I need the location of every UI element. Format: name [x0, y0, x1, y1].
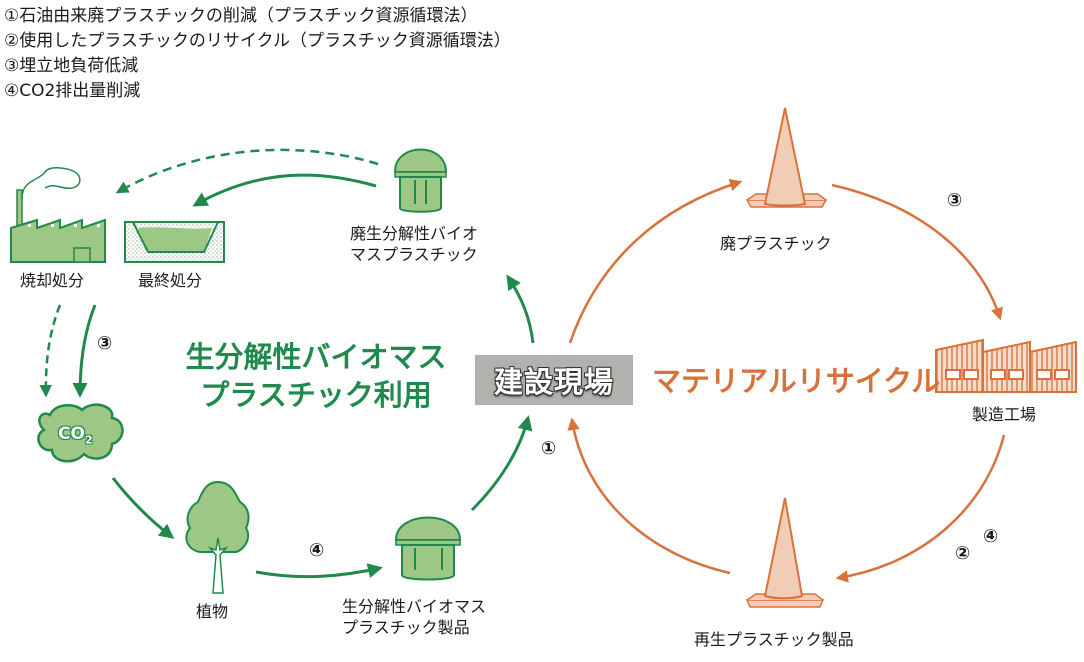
arrow-plant-to-product	[255, 563, 383, 579]
legend: ①石油由来廃プラスチックの削減（プラスチック資源循環法） ②使用したプラスチック…	[4, 4, 511, 104]
co2-cloud-icon	[37, 403, 124, 463]
arrow-site-to-waste-bio	[506, 274, 535, 344]
plant-label: 植物	[196, 602, 229, 621]
arrow-incineration-to-co2-dashed	[39, 304, 62, 398]
recycled-plastic-cone-icon	[745, 497, 825, 608]
bio-product-label-line1: 生分解性バイオマス	[342, 597, 487, 616]
arrow-incineration-to-co2	[72, 304, 97, 398]
marker-co2-reduction-green: ④	[309, 540, 325, 561]
arrow-factory-to-recycled	[835, 434, 1006, 583]
marker-recycle: ②	[955, 543, 971, 564]
construction-site-label: 建設現場	[493, 365, 614, 399]
legend-item-4: ④CO2排出量削減	[4, 81, 141, 101]
landfill-label: 最終処分	[138, 271, 203, 290]
legend-item-2: ②使用したプラスチックのリサイクル（プラスチック資源循環法）	[4, 31, 511, 51]
marker-co2-reduction-orange: ④	[983, 526, 999, 547]
plant-tree-icon	[185, 480, 250, 594]
arrow-waste-plastic-to-factory	[831, 183, 1003, 321]
landfill-icon	[124, 221, 225, 263]
co2-text: CO2	[58, 424, 93, 446]
co2-text-main: CO	[58, 424, 85, 444]
bio-plastic-product-icon	[394, 516, 462, 581]
manufacturing-factory-icon	[935, 338, 1077, 393]
factory-label: 製造工場	[972, 405, 1037, 424]
arrow-product-to-site	[470, 415, 533, 512]
marker-landfill-reduction-green: ③	[97, 333, 113, 354]
waste-bio-plastic-label-line1: 廃生分解性バイオ	[350, 224, 479, 243]
green-cycle-title: 生分解性バイオマス プラスチック利用	[176, 338, 456, 414]
construction-site-box: 建設現場	[475, 355, 633, 405]
arrow-recycled-to-site	[567, 417, 731, 575]
orange-cycle-title: マテリアルリサイクル	[652, 364, 941, 398]
green-cycle-title-line1: 生分解性バイオマス	[185, 340, 447, 374]
legend-item-1: ①石油由来廃プラスチックの削減（プラスチック資源循環法）	[4, 6, 478, 26]
arrow-co2-to-plant	[111, 477, 175, 539]
waste-bio-plastic-label-line2: マスプラスチック	[350, 245, 478, 264]
incineration-label: 焼却処分	[20, 271, 85, 290]
recycled-product-label: 再生プラスチック製品	[694, 630, 854, 649]
arrow-waste-to-landfill	[192, 173, 377, 207]
arrow-site-to-waste-plastic	[568, 179, 743, 344]
waste-plastic-cone-icon	[745, 107, 828, 208]
marker-site: ①	[541, 438, 557, 459]
co2-text-sub: 2	[84, 433, 93, 447]
legend-item-3: ③埋立地負荷低減	[4, 56, 139, 76]
arrow-waste-to-incineration-dashed	[115, 148, 379, 194]
incineration-factory-icon	[10, 167, 106, 263]
marker-landfill-reduction-orange: ③	[947, 190, 963, 211]
waste-plastic-label: 廃プラスチック	[720, 234, 832, 253]
waste-bio-plastic-icon	[393, 148, 448, 213]
green-cycle-title-line2: プラスチック利用	[200, 378, 432, 412]
bio-product-label-line2: プラスチック製品	[342, 618, 470, 637]
